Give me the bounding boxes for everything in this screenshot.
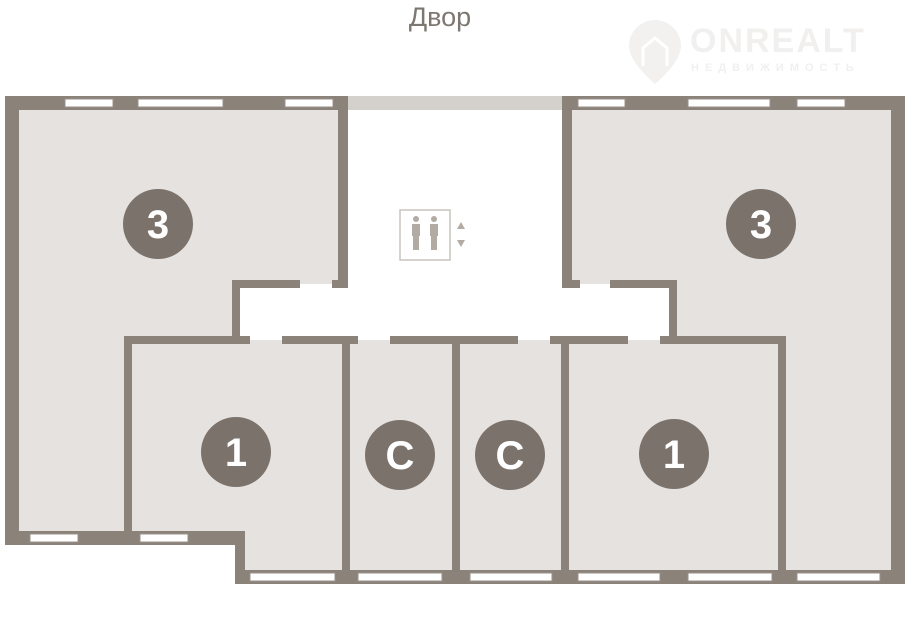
unit-badge-1-left[interactable]: 1 [201,417,271,487]
svg-text:С: С [386,434,415,478]
watermark-pin-icon [629,20,681,84]
yard-label: Двор [408,2,472,32]
watermark-tagline: НЕДВИЖИМОСТЬ [691,62,860,74]
unit-badge-1-right[interactable]: 1 [639,419,709,489]
unit-badge-3-left[interactable]: 3 [123,189,193,259]
room-unit-3-right[interactable] [567,110,892,572]
windows [29,98,881,582]
watermark-brand: ONREALT [690,22,866,60]
unit-badge-3-right[interactable]: 3 [726,189,796,259]
svg-text:1: 1 [663,433,685,477]
elevator-icon [399,209,465,261]
corridor-top-edge [348,96,562,110]
svg-text:1: 1 [225,431,247,475]
svg-text:3: 3 [147,203,169,247]
unit-badge-c-right[interactable]: С [475,420,545,490]
unit-badge-c-left[interactable]: С [365,420,435,490]
room-unit-3-left[interactable] [18,110,342,532]
svg-text:3: 3 [750,203,772,247]
svg-text:С: С [496,434,525,478]
